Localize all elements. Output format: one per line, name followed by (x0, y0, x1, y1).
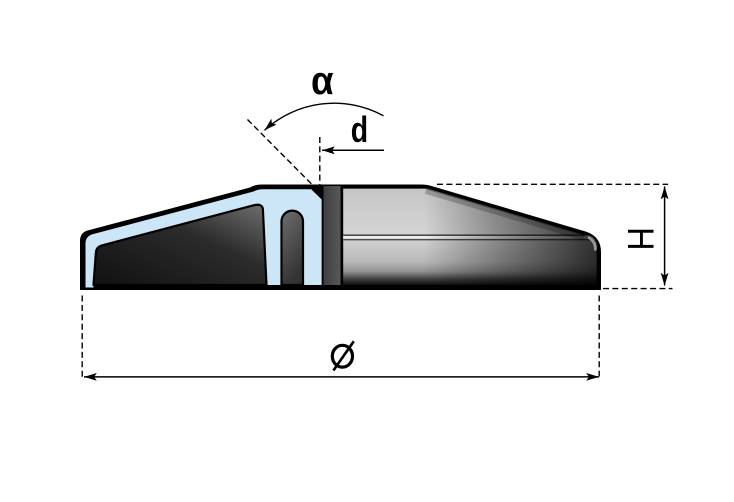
svg-text:α: α (311, 58, 334, 103)
svg-text:H: H (619, 227, 661, 250)
svg-text:d: d (351, 109, 368, 150)
